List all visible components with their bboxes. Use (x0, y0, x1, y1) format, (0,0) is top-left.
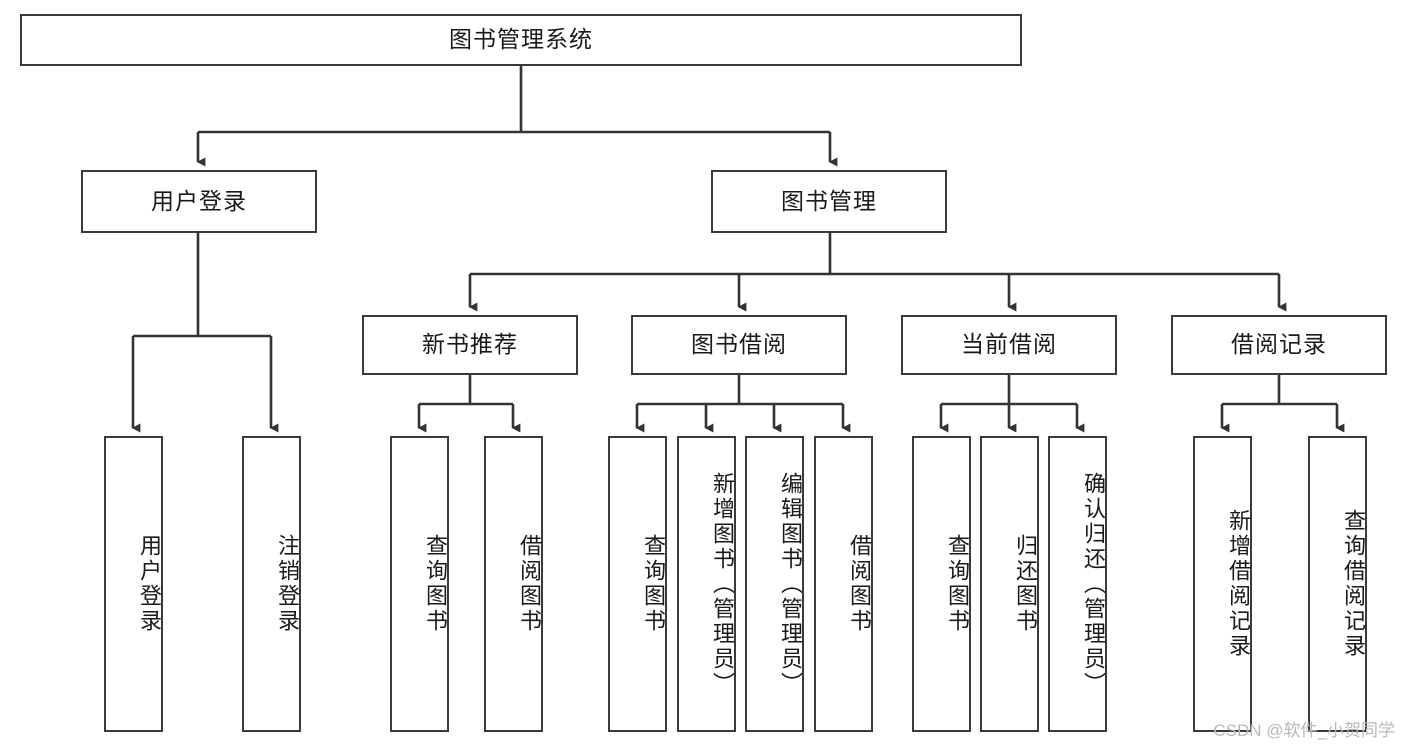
leaf-borrow-records-query-record[interactable]: 查询借阅记录 (1308, 436, 1367, 732)
watermark-text: CSDN @软件_小贺同学 (1213, 721, 1395, 740)
node-label: 用户登录 (151, 187, 247, 214)
node-label: 借阅图书 (847, 534, 872, 634)
leaf-user-login-login[interactable]: 用户登录 (104, 436, 163, 732)
leaf-new-book-borrow-book[interactable]: 借阅图书 (484, 436, 543, 732)
leaf-book-borrow-edit-book-admin[interactable]: 编辑图书（管理员） (745, 436, 804, 732)
node-label: 图书管理系统 (449, 26, 593, 53)
node-label: 查询借阅记录 (1341, 509, 1366, 659)
leaf-user-login-logout[interactable]: 注销登录 (242, 436, 301, 732)
node-label: 查询图书 (423, 534, 448, 634)
leaf-book-borrow-borrow-book[interactable]: 借阅图书 (814, 436, 873, 732)
node-label: 编辑图书（管理员） (778, 471, 803, 697)
node-current-borrow[interactable]: 当前借阅 (901, 315, 1117, 375)
leaf-current-borrow-confirm-return-admin[interactable]: 确认归还（管理员） (1048, 436, 1107, 732)
node-book-management[interactable]: 图书管理 (711, 170, 947, 233)
node-label: 用户登录 (137, 534, 162, 634)
node-label: 图书管理 (781, 187, 877, 214)
leaf-borrow-records-add-record[interactable]: 新增借阅记录 (1193, 436, 1252, 732)
leaf-new-book-query-book[interactable]: 查询图书 (390, 436, 449, 732)
node-label: 图书借阅 (691, 331, 787, 358)
node-label: 新书推荐 (422, 331, 518, 358)
node-label: 借阅记录 (1231, 331, 1327, 358)
node-new-book-recommend[interactable]: 新书推荐 (362, 315, 578, 375)
leaf-book-borrow-add-book-admin[interactable]: 新增图书（管理员） (677, 436, 736, 732)
node-root-book-management-system[interactable]: 图书管理系统 (20, 14, 1022, 66)
node-label: 归还图书 (1013, 534, 1038, 634)
node-label: 当前借阅 (961, 331, 1057, 358)
node-label: 新增图书（管理员） (710, 471, 735, 697)
node-label: 查询图书 (945, 534, 970, 634)
node-user-login[interactable]: 用户登录 (81, 170, 317, 233)
node-borrow-records[interactable]: 借阅记录 (1171, 315, 1387, 375)
node-label: 确认归还（管理员） (1081, 471, 1106, 697)
node-label: 借阅图书 (517, 534, 542, 634)
leaf-book-borrow-query-book[interactable]: 查询图书 (608, 436, 667, 732)
leaf-current-borrow-query-book[interactable]: 查询图书 (912, 436, 971, 732)
node-label: 新增借阅记录 (1226, 509, 1251, 659)
node-label: 注销登录 (275, 534, 300, 634)
node-label: 查询图书 (641, 534, 666, 634)
node-book-borrow[interactable]: 图书借阅 (631, 315, 847, 375)
leaf-current-borrow-return-book[interactable]: 归还图书 (980, 436, 1039, 732)
